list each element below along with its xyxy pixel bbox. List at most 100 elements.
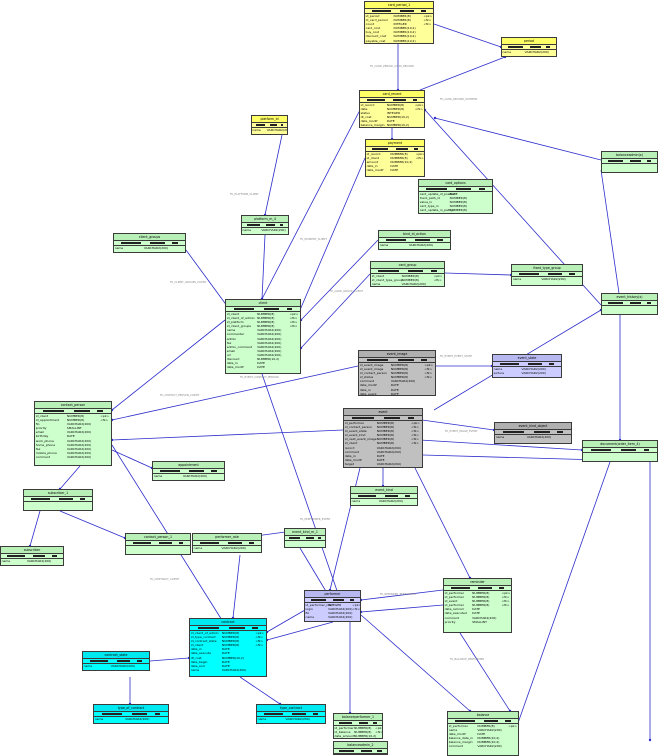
field-type: VARCHAR2(200) (257, 336, 282, 341)
entity-key-bar (351, 494, 417, 499)
field-name: date_modif (359, 383, 377, 388)
field-name: date_in (344, 453, 356, 458)
field-type: NUMBER(8) (390, 371, 409, 376)
entity-key-bar (190, 626, 266, 631)
field-name: name (242, 228, 251, 232)
entity-title: balanceadmin(x) (602, 152, 657, 159)
relationship-line (149, 657, 190, 662)
field-key: <pk> (508, 724, 517, 728)
field-name: id_performer (444, 591, 464, 595)
entity-title: subscriber_1 (24, 490, 92, 497)
field-type: SMALLINT (472, 619, 487, 624)
field-name: admin (226, 336, 237, 341)
field-name: fio (305, 611, 310, 616)
entity-balanceadm[interactable]: balanceadmin(x) (601, 151, 658, 173)
field-type: VARCHAR2(200) (143, 246, 169, 250)
relationship-label: FK_CONTRACT_CLIENT (150, 577, 180, 581)
entity-key-bar (35, 409, 111, 414)
entity-key-bar (448, 719, 518, 724)
field-name: id_client (344, 441, 358, 446)
field-name: id_next_event_image (344, 437, 377, 442)
entity-title: subscriber (1, 547, 63, 554)
entity-subscriber[interactable]: subscriber_1 (23, 489, 93, 511)
field-name: id_client_groups (226, 324, 251, 329)
entity-key-bar (257, 712, 325, 717)
entity-document-ord[interactable]: document(order_item_4) (582, 440, 658, 462)
entity-contact-person2[interactable]: contact_person_1 (125, 533, 191, 555)
field-key: <fk> (501, 595, 510, 600)
field-name: name (512, 277, 522, 281)
entity-key-bar (83, 659, 149, 664)
field-name: date_remind (444, 607, 464, 612)
field-name: name (226, 328, 236, 333)
field-name: comment (444, 615, 459, 620)
entity-key-bar (1, 554, 63, 559)
field-name: id_appointment (35, 418, 60, 423)
entity-key-bar (602, 159, 657, 164)
relationship-label: FK_CARD_PERIOD_CARD_RECORD (370, 64, 414, 68)
relationship-line (261, 373, 344, 609)
field-type: VARCHAR2(200) (66, 454, 92, 459)
field-type: DATE (257, 361, 265, 366)
entity-event-history[interactable]: event_history(x) (601, 293, 658, 315)
entity-title: card_period_1 (365, 2, 433, 9)
field-key: <fk> (375, 730, 382, 735)
field-name: id_performer (344, 421, 365, 425)
entity-performer[interactable]: performerid_performer_roleINTEGER<pk>log… (304, 590, 361, 622)
field-type: VARCHAR2(200) (257, 352, 282, 357)
entity-event-kind-m[interactable]: event_kind_m_1 (284, 528, 326, 548)
field-name: date_begin (190, 659, 208, 664)
field-name: comment (35, 454, 51, 459)
field-type: NUMBER(8) (257, 312, 275, 316)
field-type: VARCHAR2(200) (376, 461, 402, 466)
field-name: name (502, 50, 512, 54)
field-name: record (344, 445, 355, 450)
entity-balanceadmin2[interactable]: balanceadmin_2 (333, 741, 388, 755)
entity-title: balance (448, 712, 518, 719)
field-type: NUMBER(8) (390, 363, 409, 367)
entity-key-bar (334, 749, 387, 754)
relationship-line (434, 117, 602, 161)
